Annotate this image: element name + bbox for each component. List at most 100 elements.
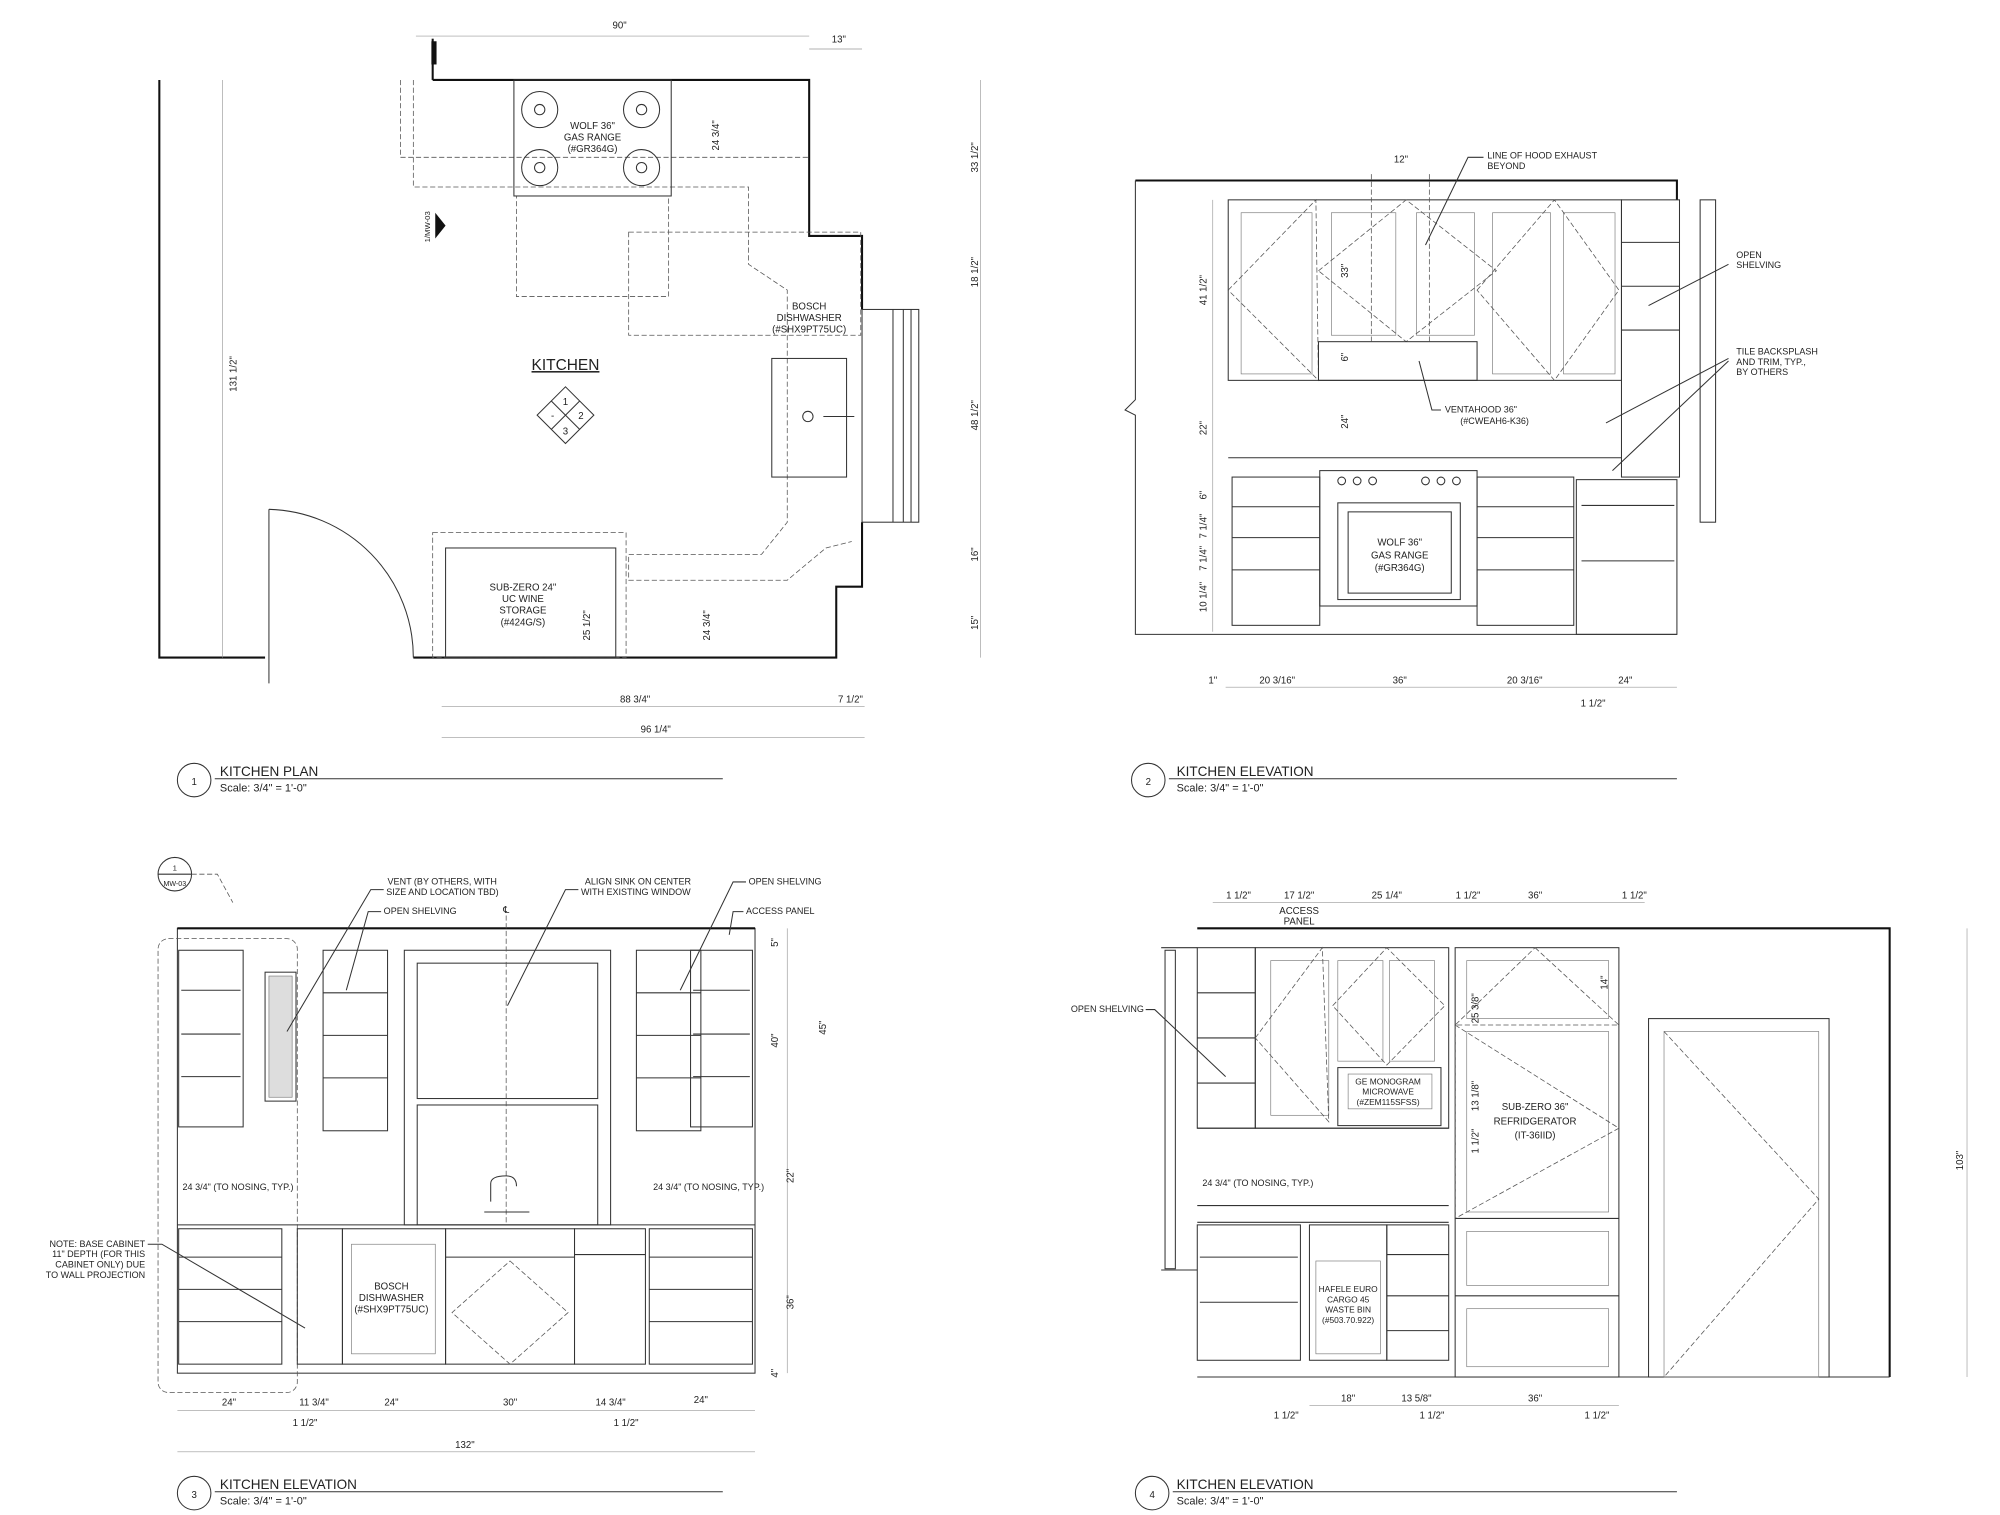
wine-label: (#424G/S): [501, 617, 546, 628]
note-text: ACCESS: [1279, 906, 1319, 917]
dim-label: 36": [1528, 1394, 1543, 1405]
range-label: (#GR364G): [568, 144, 618, 155]
dim-label: 1 1/2": [1470, 1128, 1481, 1153]
dim-label: 40": [770, 1033, 781, 1048]
fridge-label: REFRIDGERATOR: [1494, 1116, 1577, 1127]
dim-label: 131 1/2": [229, 356, 240, 392]
dim-label: 22": [1198, 420, 1209, 435]
note-text: TILE BACKSPLASH: [1736, 347, 1818, 357]
dishwasher-label: (#SHX9PT75UC): [772, 325, 846, 336]
open-shelving: [1620, 199, 1681, 478]
wine-storage: [1196, 1224, 1301, 1361]
range-label: GAS RANGE: [1371, 550, 1429, 561]
drawing-title: KITCHEN ELEVATION: [1177, 764, 1314, 779]
dim-label: 36": [1528, 891, 1543, 902]
note-text: OPEN: [1736, 250, 1762, 260]
dim-label: 1 1/2": [1456, 891, 1481, 902]
dim-label: 45": [818, 1020, 829, 1035]
dim-label: 20 3/16": [1507, 675, 1543, 686]
note-text: LINE OF HOOD EXHAUST: [1487, 151, 1597, 161]
elev3-notes: VENT (BY OTHERS, WITH SIZE AND LOCATION …: [46, 877, 822, 1329]
dim-label: 132": [455, 1440, 475, 1451]
dim-label: 48 1/2": [970, 399, 981, 430]
dim-label: 7 1/2": [838, 695, 863, 706]
note-text: ALIGN SINK ON CENTER: [585, 877, 692, 887]
drawing-title: KITCHEN ELEVATION: [220, 1477, 357, 1492]
sink-plan: [771, 357, 855, 478]
dishwasher-outline: [628, 231, 862, 336]
dim-label: 15": [970, 615, 981, 630]
drawing-number: 1: [191, 777, 196, 788]
vent: [264, 971, 297, 1102]
dishwasher-plan: BOSCH DISHWASHER (#SHX9PT75UC): [772, 301, 846, 335]
note-text: TO WALL PROJECTION: [46, 1270, 145, 1280]
dim-label: 4": [770, 1368, 781, 1377]
dim-label: 33 1/2": [970, 142, 981, 173]
callout-sheet: MW-03: [163, 880, 186, 888]
dim-label: 18": [1341, 1394, 1356, 1405]
callout-marker[interactable]: 1 MW-03: [157, 856, 234, 903]
window[interactable]: [403, 949, 612, 1226]
kitchen-plan: WOLF 36" GAS RANGE (#GR364G) BOSCH DISHW…: [158, 20, 981, 798]
range-label: GAS RANGE: [564, 133, 622, 144]
tag-number: 3: [563, 427, 568, 438]
dim-label: 11 3/4": [299, 1397, 329, 1408]
dim-label: 25 1/2": [582, 610, 593, 641]
microwave-label: MICROWAVE: [1362, 1087, 1414, 1097]
dim-label: 103": [1955, 1150, 1966, 1170]
note-text: 24 3/4" (TO NOSING, TYP.): [1202, 1178, 1313, 1188]
note-text: BEYOND: [1487, 161, 1526, 171]
dim-label: 22": [786, 1168, 797, 1183]
dim-label: 16": [970, 547, 981, 562]
elevation-tag[interactable]: 1 - 2 3: [536, 386, 595, 445]
open-shelving-right: [690, 949, 753, 1128]
dishwasher-label: DISHWASHER: [359, 1293, 424, 1304]
wine-storage-elevation: [1575, 479, 1678, 635]
door-swing: [268, 508, 414, 658]
range-label: WOLF 36": [570, 121, 615, 132]
tag-number: 2: [578, 411, 583, 422]
note-text: SIZE AND LOCATION TBD): [386, 887, 498, 897]
dishwasher-label: BOSCH: [374, 1281, 408, 1292]
note-text: CABINET ONLY) DUE: [55, 1259, 145, 1269]
dim-label: 24 3/4": [702, 610, 713, 641]
dim-label: 24": [1340, 414, 1351, 429]
drawing-scale: Scale: 3/4" = 1'-0": [220, 1496, 307, 1508]
dim-label: 1": [1208, 675, 1217, 686]
dim-label: 33": [1340, 263, 1351, 278]
dim-label: 1 1/2": [1226, 891, 1251, 902]
dim-label: 1 1/2": [293, 1418, 318, 1429]
dim-label: 1 1/2": [614, 1418, 639, 1429]
dim-label: 96 1/4": [641, 724, 672, 735]
kitchen-elevation-3: ℄ BOSCH DISHWASHER (#SHX9PT75UC) 1 MW-03…: [46, 856, 829, 1511]
elev2-title-block: 2 KITCHEN ELEVATION Scale: 3/4" = 1'-0": [1130, 762, 1677, 798]
wine-label: SUB-ZERO 24": [490, 583, 557, 594]
door[interactable]: [1648, 1018, 1830, 1378]
section-marker[interactable]: 1/MW-03: [423, 211, 446, 242]
elev4-dimensions: 1 1/2" 17 1/2" 25 1/4" 1 1/2" 36" 1 1/2"…: [1212, 891, 1968, 1421]
dim-label: 24": [222, 1397, 237, 1408]
drawing-number: 2: [1146, 777, 1151, 788]
dim-label: 24": [694, 1395, 709, 1406]
microwave-label: (#ZEM115SFSS): [1357, 1097, 1420, 1107]
sink-base: [445, 1228, 576, 1365]
open-shelving-center: [322, 949, 702, 1132]
fridge-label: SUB-ZERO 36": [1502, 1102, 1569, 1113]
note-text: AND TRIM, TYP.,: [1736, 357, 1806, 367]
waste-bin-label: (#503.70.922): [1322, 1315, 1374, 1325]
dim-label: 1 1/2": [1419, 1410, 1444, 1421]
drawing-scale: Scale: 3/4" = 1'-0": [1177, 783, 1264, 795]
base-drawers-left: [178, 1228, 283, 1365]
dim-label: 1 1/2": [1585, 1410, 1610, 1421]
tag-number: 1: [563, 397, 568, 408]
room-label: KITCHEN: [532, 357, 600, 374]
wine-label: UC WINE: [502, 594, 544, 605]
section-marker-label: 1/MW-03: [423, 211, 432, 242]
plan-dimensions: 90" 13" 131 1/2" 33 1/2" 18 1/2" 48 1/2"…: [222, 20, 981, 738]
kitchen-elevation-4: GE MONOGRAM MICROWAVE (#ZEM115SFSS) HAFE…: [1071, 891, 1968, 1511]
dim-label: 10 1/4": [1198, 581, 1209, 612]
fridge-label: (IT-36IID): [1515, 1131, 1556, 1142]
plan-title-block: 1 KITCHEN PLAN Scale: 3/4" = 1'-0": [176, 762, 723, 798]
dim-label: 25 3/8": [1470, 993, 1481, 1024]
